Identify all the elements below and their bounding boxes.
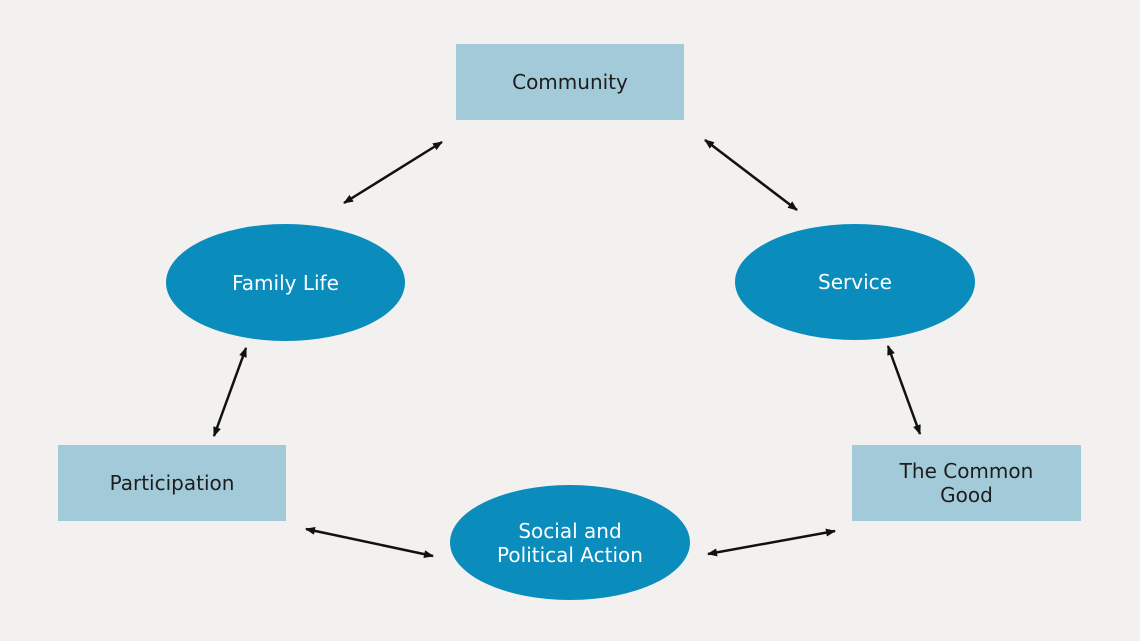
social-political-action-label-line-1: Social and	[518, 518, 622, 543]
common-good-label-line-1: The Common	[899, 459, 1034, 483]
social-political-action-label: Social and Political Action	[497, 519, 643, 567]
family-life-label: Family Life	[232, 270, 339, 295]
common-good-label-line-2: Good	[940, 483, 993, 507]
family-life-node: Family Life	[166, 224, 405, 341]
service-label: Service	[818, 270, 892, 294]
participation-node: Participation	[58, 445, 286, 521]
community-node: Community	[456, 44, 684, 120]
arrow-social-political-common-good	[707, 528, 836, 557]
common-good-label: The Common Good	[900, 459, 1034, 507]
service-node: Service	[735, 224, 975, 340]
participation-label: Participation	[109, 471, 235, 495]
social-political-action-node: Social and Political Action	[450, 485, 690, 600]
arrow-participation-social-political	[305, 526, 434, 559]
arrow-community-service	[704, 139, 798, 211]
arrow-family-life-participation	[212, 347, 248, 437]
arrow-service-common-good	[886, 345, 922, 435]
community-label: Community	[512, 70, 628, 94]
common-good-node: The Common Good	[852, 445, 1081, 521]
social-political-action-label-line-2: Political Action	[497, 542, 643, 567]
arrow-community-family-life	[343, 140, 443, 205]
